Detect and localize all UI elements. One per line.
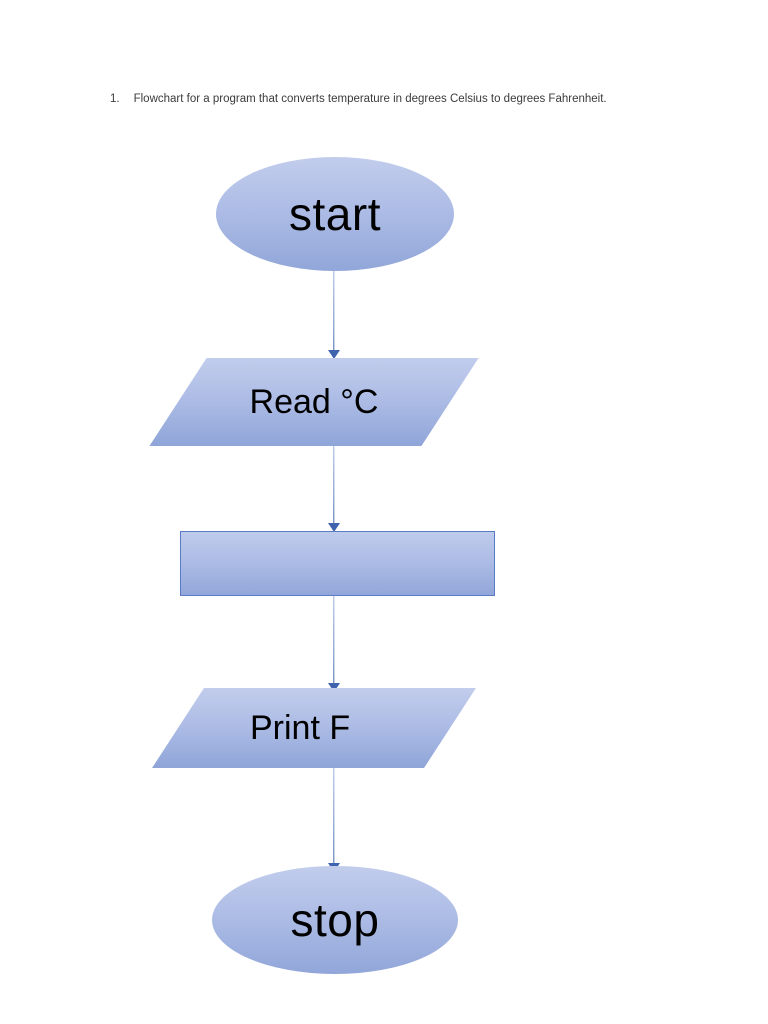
connector-line: [333, 271, 335, 350]
flow-node-start-label: start: [289, 188, 381, 240]
connector-print-to-stop: [326, 768, 342, 872]
caption-number: 1.: [110, 93, 120, 105]
arrowhead-icon: [328, 683, 340, 692]
flow-node-stop-label: stop: [290, 894, 380, 946]
arrowhead-icon: [328, 523, 340, 532]
arrowhead-icon: [328, 350, 340, 359]
connector-read-to-process: [326, 446, 342, 532]
flow-node-stop[interactable]: stop: [212, 866, 458, 974]
flow-node-read-c-label: Read °C: [249, 382, 379, 421]
flow-node-print-f-label: Print F: [250, 708, 351, 747]
flow-node-process[interactable]: [180, 531, 495, 596]
connector-line: [333, 768, 335, 863]
connector-process-to-print: [326, 596, 342, 692]
flow-node-start[interactable]: start: [216, 157, 454, 271]
connector-line: [333, 596, 335, 683]
caption-text: Flowchart for a program that converts te…: [133, 93, 607, 105]
connector-start-to-read: [326, 271, 342, 359]
connector-line: [333, 446, 335, 523]
flow-node-print-f[interactable]: Print F: [152, 688, 476, 768]
caption: 1. Flowchart for a program that converts…: [110, 92, 710, 106]
flow-node-read-c[interactable]: Read °C: [149, 358, 479, 446]
